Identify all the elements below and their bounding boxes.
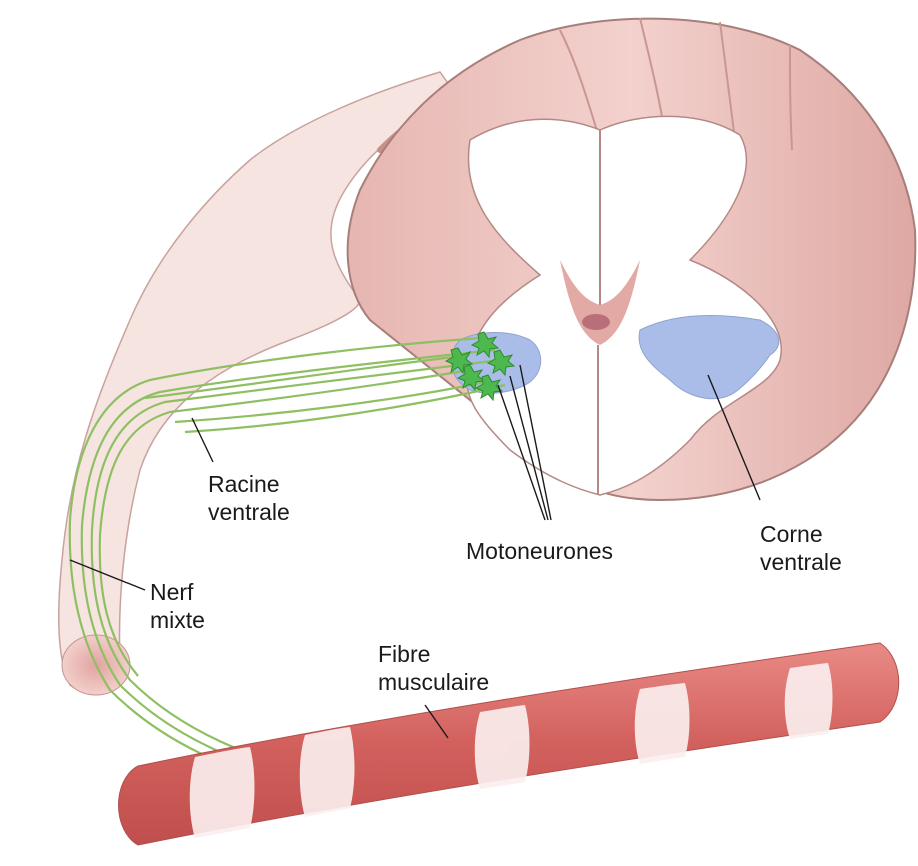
label-nerf-mixte: Nerf mixte xyxy=(150,578,205,634)
label-corne-line2: ventrale xyxy=(760,548,842,576)
label-fibre-line1: Fibre xyxy=(378,640,489,668)
leader-racine xyxy=(192,418,213,462)
label-racine-line2: ventrale xyxy=(208,498,290,526)
central-canal xyxy=(582,314,610,330)
label-fibre-line2: musculaire xyxy=(378,668,489,696)
label-racine-ventrale: Racine ventrale xyxy=(208,470,290,526)
label-nerf-line1: Nerf xyxy=(150,578,205,606)
label-motoneurones-text: Motoneurones xyxy=(466,537,613,565)
label-motoneurones: Motoneurones xyxy=(466,537,613,565)
label-racine-line1: Racine xyxy=(208,470,290,498)
label-fibre-musculaire: Fibre musculaire xyxy=(378,640,489,696)
label-nerf-line2: mixte xyxy=(150,606,205,634)
label-corne-line1: Corne xyxy=(760,520,842,548)
label-corne-ventrale: Corne ventrale xyxy=(760,520,842,576)
